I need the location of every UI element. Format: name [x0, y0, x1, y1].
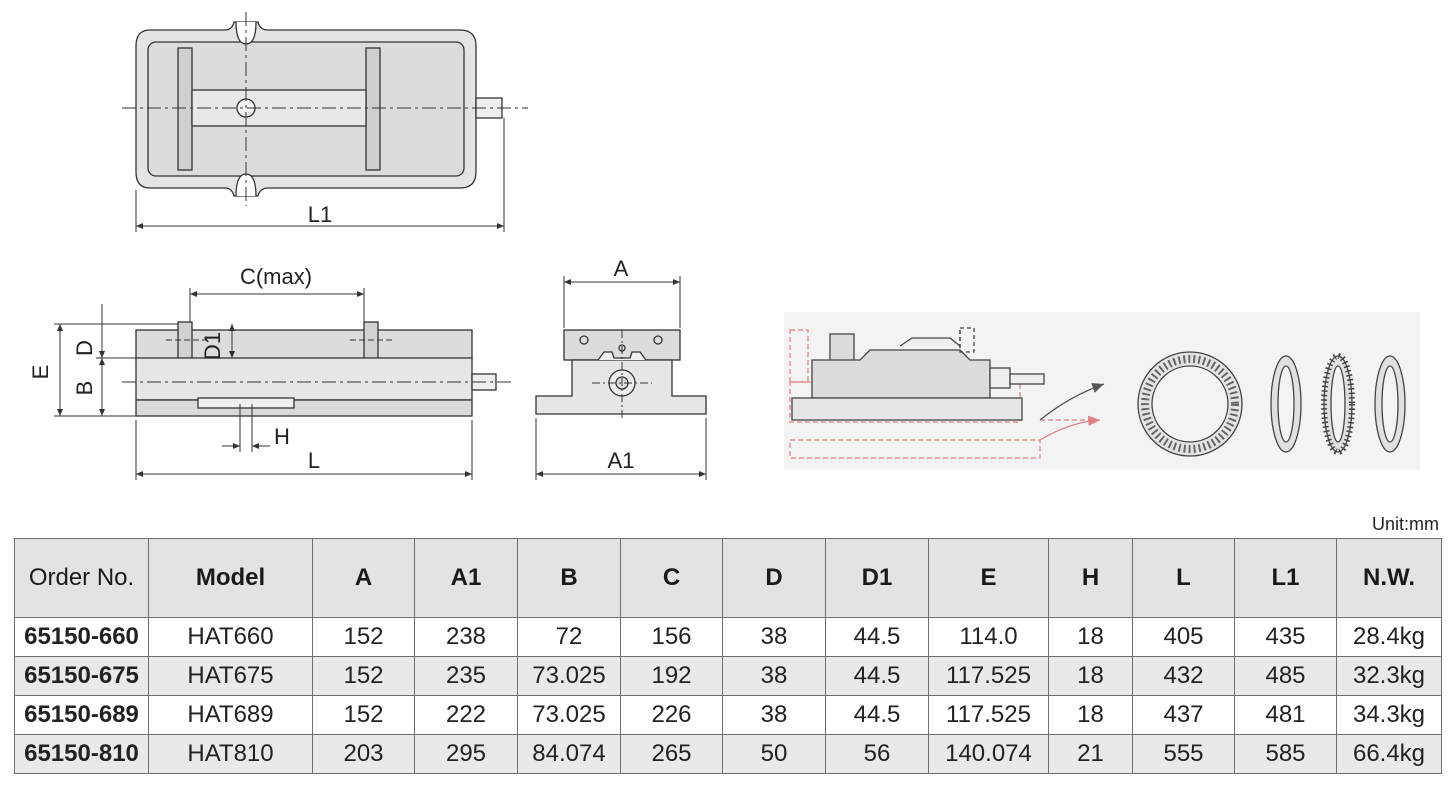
header-model: Model	[148, 538, 313, 618]
cell-order-no: 65150-689	[14, 695, 149, 735]
cell-d1: 44.5	[825, 617, 929, 657]
cell-b: 73.025	[517, 695, 621, 735]
cell-d: 50	[722, 734, 826, 774]
bearing-washer-icon	[1270, 355, 1302, 453]
header-order-no: Order No.	[14, 538, 149, 618]
cell-model: HAT689	[148, 695, 313, 735]
dim-label-h: H	[274, 424, 290, 449]
cell-c: 156	[620, 617, 723, 657]
header-nw: N.W.	[1336, 538, 1442, 618]
cell-a1: 235	[414, 656, 518, 696]
cell-l: 437	[1132, 695, 1235, 735]
header-l1: L1	[1234, 538, 1337, 618]
dim-label-d: D	[72, 340, 97, 356]
dim-label-a1: A1	[608, 448, 635, 473]
header-a: A	[312, 538, 415, 618]
cell-order-no: 65150-660	[14, 617, 149, 657]
header-c: C	[620, 538, 723, 618]
cell-nw: 34.3kg	[1336, 695, 1442, 735]
header-a1: A1	[414, 538, 518, 618]
cell-h: 21	[1048, 734, 1133, 774]
dim-label-d1: D1	[200, 332, 225, 360]
cell-a: 152	[312, 617, 415, 657]
cell-h: 18	[1048, 695, 1133, 735]
cell-c: 192	[620, 656, 723, 696]
cell-b: 84.074	[517, 734, 621, 774]
table-row: 65150-675 HAT675 152 235 73.025 192 38 4…	[14, 656, 1442, 696]
cell-h: 18	[1048, 617, 1133, 657]
cell-e: 117.525	[928, 695, 1049, 735]
unit-label: Unit:mm	[1372, 514, 1439, 534]
dim-label-l: L	[308, 448, 320, 473]
cell-e: 114.0	[928, 617, 1049, 657]
cell-l: 555	[1132, 734, 1235, 774]
dim-label-b: B	[72, 381, 97, 396]
cell-a1: 295	[414, 734, 518, 774]
table-row: 65150-660 HAT660 152 238 72 156 38 44.5 …	[14, 617, 1442, 657]
cell-l: 405	[1132, 617, 1235, 657]
spec-table: Order No. Model A A1 B C D D1 E H L L1 N…	[14, 538, 1442, 774]
cell-model: HAT660	[148, 617, 313, 657]
cell-d1: 44.5	[825, 656, 929, 696]
cell-l1: 481	[1234, 695, 1337, 735]
thrust-bearing-icon	[1137, 351, 1243, 457]
dim-label-c-max: C(max)	[240, 264, 312, 289]
side-view	[54, 288, 512, 480]
cell-a1: 238	[414, 617, 518, 657]
cell-l1: 585	[1234, 734, 1337, 774]
header-b: B	[517, 538, 621, 618]
cell-d1: 56	[825, 734, 929, 774]
cell-model: HAT810	[148, 734, 313, 774]
table-row: 65150-689 HAT689 152 222 73.025 226 38 4…	[14, 695, 1442, 735]
technical-drawing: L1 C(max) D D1 E B H L	[28, 12, 1420, 480]
cell-l1: 485	[1234, 656, 1337, 696]
cell-a: 152	[312, 695, 415, 735]
cell-a: 203	[312, 734, 415, 774]
dim-label-e: E	[28, 365, 53, 380]
cell-l: 432	[1132, 656, 1235, 696]
end-view	[535, 276, 707, 480]
cell-a1: 222	[414, 695, 518, 735]
dim-label-a: A	[614, 256, 629, 281]
cell-d: 38	[722, 656, 826, 696]
cell-d: 38	[722, 617, 826, 657]
top-view	[122, 12, 528, 232]
cell-nw: 28.4kg	[1336, 617, 1442, 657]
cell-c: 226	[620, 695, 723, 735]
cell-b: 72	[517, 617, 621, 657]
cell-e: 140.074	[928, 734, 1049, 774]
header-l: L	[1132, 538, 1235, 618]
cell-d1: 44.5	[825, 695, 929, 735]
header-e: E	[928, 538, 1049, 618]
mechanism-illustration	[784, 312, 1420, 470]
cell-order-no: 65150-675	[14, 656, 149, 696]
cell-model: HAT675	[148, 656, 313, 696]
cell-nw: 32.3kg	[1336, 656, 1442, 696]
cell-order-no: 65150-810	[14, 734, 149, 774]
needle-cage-icon	[1321, 353, 1355, 455]
cell-a: 152	[312, 656, 415, 696]
table-row: 65150-810 HAT810 203 295 84.074 265 50 5…	[14, 734, 1442, 774]
header-d: D	[722, 538, 826, 618]
cell-b: 73.025	[517, 656, 621, 696]
cell-c: 265	[620, 734, 723, 774]
cell-e: 117.525	[928, 656, 1049, 696]
cell-d: 38	[722, 695, 826, 735]
header-d1: D1	[825, 538, 929, 618]
dim-label-l1: L1	[308, 202, 332, 227]
header-h: H	[1048, 538, 1133, 618]
cell-h: 18	[1048, 656, 1133, 696]
cell-l1: 435	[1234, 617, 1337, 657]
table-header-row: Order No. Model A A1 B C D D1 E H L L1 N…	[14, 538, 1442, 618]
bearing-washer-icon	[1374, 355, 1406, 453]
cell-nw: 66.4kg	[1336, 734, 1442, 774]
